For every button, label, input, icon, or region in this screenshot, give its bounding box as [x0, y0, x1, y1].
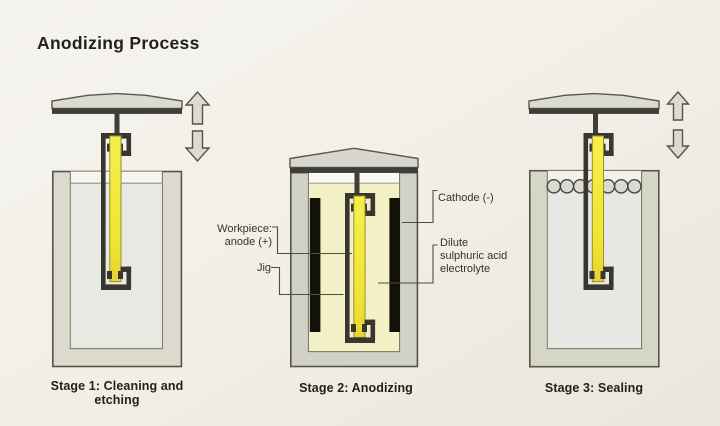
stage2-caption: Stage 2: Anodizing [299, 381, 413, 395]
stage3-crossbar-band [529, 108, 659, 114]
stage3-sealing-diagram [528, 90, 691, 368]
stage1-jig-rod [101, 133, 106, 290]
stage1-crossbar-band [52, 108, 182, 114]
stage2-cathode-right [389, 198, 400, 332]
stage3-jig-stem [593, 113, 598, 134]
stage3-up-arrow-icon [665, 90, 691, 121]
stage1-workpiece [109, 135, 122, 283]
stage1-caption: Stage 1: Cleaning and etching [50, 379, 184, 407]
stage3-jig-rod [583, 133, 589, 290]
stage1-crossbar [51, 92, 183, 110]
electrolyte-leader-line [378, 244, 438, 284]
stage1-cleaning-diagram [51, 90, 211, 368]
stage1-up-arrow-icon [184, 90, 211, 125]
cathode-leader-line [402, 189, 438, 224]
workpiece-anode-label: Workpiece: anode (+) [217, 223, 272, 249]
workpiece-leader-line [272, 226, 352, 255]
jig-label: Jig [256, 262, 271, 274]
stage3-crossbar [528, 92, 660, 110]
stage2-cathode-left [309, 198, 321, 332]
stage2-lid [289, 147, 419, 169]
stage3-bottom-clamp [583, 284, 614, 290]
electrolyte-label: Dilute sulphuric acid electrolyte [440, 237, 508, 276]
stage3-down-arrow-icon [665, 129, 691, 160]
cathode-label: Cathode (-) [438, 192, 494, 204]
stage2-bottom-clamp [345, 337, 375, 343]
stage3-caption: Stage 3: Sealing [544, 381, 644, 395]
stage2-anodizing-diagram [271, 147, 438, 368]
jig-leader-line [271, 266, 344, 296]
stage1-bottom-clamp [101, 284, 131, 290]
stage1-down-arrow-icon [184, 130, 211, 163]
stage1-jig-stem [114, 113, 120, 134]
page-title: Anodizing Process [37, 33, 200, 53]
stage2-workpiece [353, 195, 366, 338]
stage2-jig-stem [354, 172, 360, 194]
stage3-workpiece [591, 135, 604, 283]
stage2-lid-band [290, 167, 418, 173]
stage2-jig-rod [345, 193, 350, 343]
